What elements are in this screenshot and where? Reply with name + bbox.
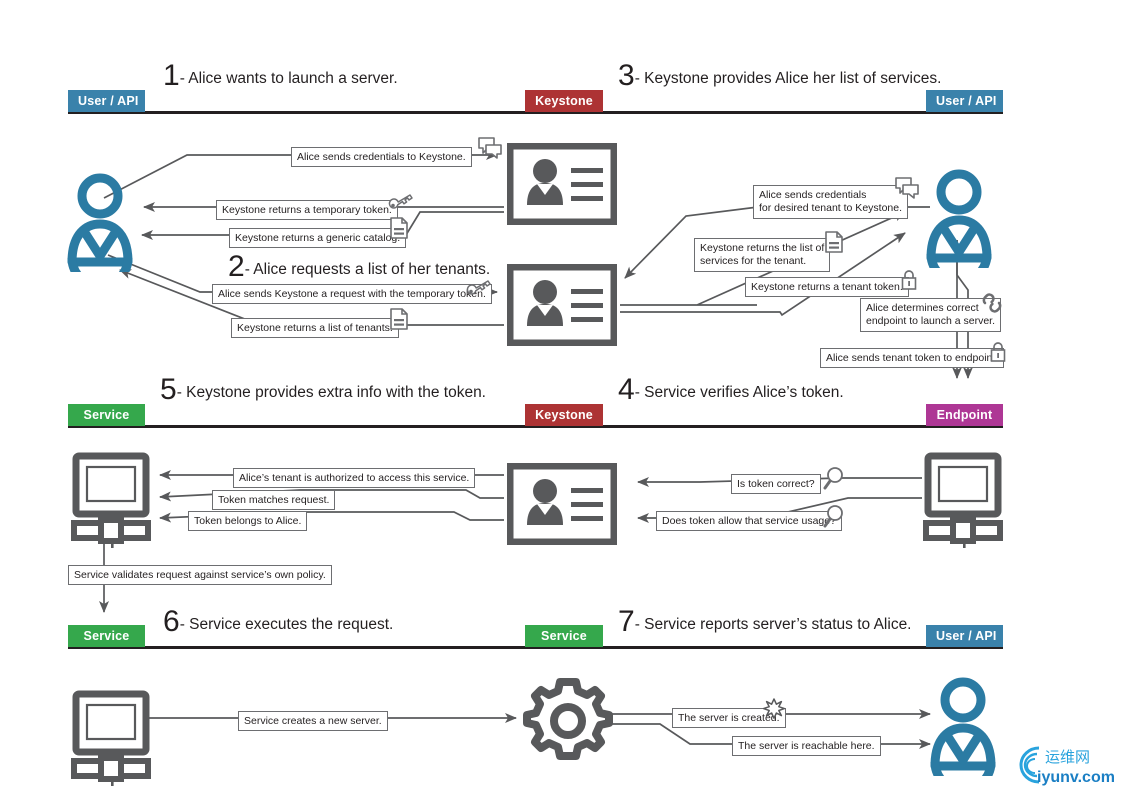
message-line-2: endpoint to launch a server. [866,315,996,327]
chain-link-icon [980,291,1004,320]
message-line-2: services for the tenant. [700,255,807,267]
badge-keystone-r2: Keystone [525,404,603,426]
badge-endpoint-r2: Endpoint [926,404,1003,426]
badge-keystone-r1: Keystone [525,90,603,112]
speech-bubbles-icon [894,176,920,205]
message-service-creates-server: Service creates a new server. [238,711,388,731]
alice-user-icon-left [62,172,138,291]
message-alice-credentials-tenant: Alice sends credentials for desired tena… [753,185,909,219]
message-line-2: for desired tenant to Keystone. [759,202,903,214]
message-service-validates: Service validates request against servic… [68,565,332,585]
step-7-caption: 7- Service reports server’s status to Al… [618,607,912,637]
step-1-number: 1 [163,59,180,92]
message-keystone-temp-token: Keystone returns a temporary token. [216,200,398,220]
alice-user-icon-bottom [925,676,1001,794]
keystone-id-card-icon-2 [506,263,618,351]
starburst-icon [762,698,786,727]
step-3-number: 3 [618,59,635,92]
step-5-caption: 5- Keystone provides extra info with the… [160,375,486,405]
message-line-1: Alice sends credentials [759,189,867,201]
step-1-text: - Alice wants to launch a server. [179,70,398,87]
message-line-1: Alice determines correct [866,302,979,314]
message-tenant-authorized: Alice’s tenant is authorized to access t… [233,468,476,488]
watermark-line-1: 运维网 [1045,748,1090,766]
message-keystone-generic-catalog: Keystone returns a generic catalog. [229,228,407,248]
gear-icon [522,676,614,771]
message-server-created: The server is created. [672,708,786,728]
step-3-caption: 3- Keystone provides Alice her list of s… [618,61,941,91]
message-alice-sends-token-endpoint: Alice sends tenant token to endpoint. [820,348,1005,368]
step-6-text: - Service executes the request. [179,616,394,633]
keystone-id-card-icon-1 [506,142,618,230]
message-token-belongs: Token belongs to Alice. [188,511,308,531]
row-1-rule [68,111,1003,114]
step-4-text: - Service verifies Alice’s token. [634,384,844,401]
magnifier-icon [822,504,846,535]
lock-icon [899,268,919,297]
step-2-caption: 2- Alice requests a list of her tenants. [228,252,490,282]
badge-service-r2: Service [68,404,145,426]
badge-user-api-r3: User / API [926,625,1003,647]
endpoint-computer-icon [920,452,1006,553]
step-1-caption: 1- Alice wants to launch a server. [163,61,398,91]
message-is-token-correct: Is token correct? [731,474,821,494]
magnifier-icon [822,466,846,497]
document-icon [824,230,844,259]
step-6-caption: 6- Service executes the request. [163,607,393,637]
step-7-text: - Service reports server’s status to Ali… [634,616,912,633]
service-computer-icon-bottom [68,690,154,791]
document-icon [389,216,409,245]
speech-bubbles-icon [477,136,503,165]
message-keystone-list-tenants: Keystone returns a list of tenants. [231,318,399,338]
step-7-number: 7 [618,605,635,638]
lock-icon [988,340,1008,369]
step-6-number: 6 [163,605,180,638]
step-5-text: - Keystone provides extra info with the … [176,384,486,401]
service-computer-icon-left [68,452,154,553]
step-4-number: 4 [618,373,635,406]
message-keystone-services-tenant: Keystone returns the list of services fo… [694,238,831,272]
keystone-id-card-icon-3 [506,462,618,550]
row-2-rule [68,425,1003,428]
badge-service-r3-mid: Service [525,625,603,647]
step-3-text: - Keystone provides Alice her list of se… [634,70,942,87]
watermark-line-2: iyunv.com [1037,769,1115,786]
step-2-number: 2 [228,250,245,283]
step-5-number: 5 [160,373,177,406]
key-icon [463,278,491,305]
key-icon [385,192,413,219]
message-keystone-tenant-token: Keystone returns a tenant token. [745,277,909,297]
badge-user-api-r1-left: User / API [68,90,145,112]
badge-service-r3-left: Service [68,625,145,647]
watermark-iyunv: 运维网 iyunv.com [1011,742,1115,788]
badge-user-api-r1-right: User / API [926,90,1003,112]
message-alice-determines-endpoint: Alice determines correct endpoint to lau… [860,298,1002,332]
message-token-allow-usage: Does token allow that service usage? [656,511,842,531]
message-line-1: Keystone returns the list of [700,242,825,254]
message-server-reachable: The server is reachable here. [732,736,881,756]
step-2-text: - Alice requests a list of her tenants. [244,261,491,278]
message-alice-request-temp-token: Alice sends Keystone a request with the … [212,284,492,304]
document-icon [389,307,409,336]
row-3-rule [68,646,1003,649]
step-4-caption: 4- Service verifies Alice’s token. [618,375,844,405]
alice-user-icon-right [921,168,997,287]
message-alice-sends-credentials: Alice sends credentials to Keystone. [291,147,472,167]
message-token-matches: Token matches request. [212,490,336,510]
